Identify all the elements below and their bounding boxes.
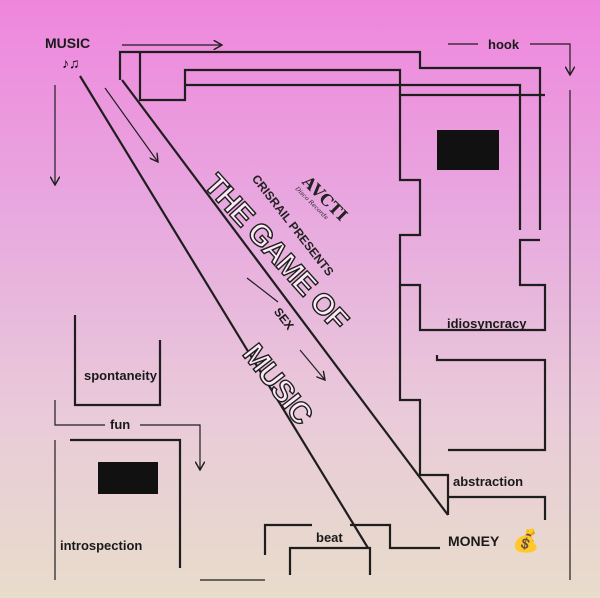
introspection-box (70, 438, 182, 568)
maze-wall-right-bottom (448, 495, 547, 520)
label-beat: beat (316, 530, 343, 545)
maze-wall-top-inner (138, 52, 545, 102)
maze-wall-inner-right (185, 83, 522, 230)
music-notes-icon: ♪♫ (62, 55, 80, 71)
label-introspection: introspection (60, 538, 143, 553)
label-music: MUSIC (45, 35, 91, 51)
maze-wall-left (73, 315, 162, 407)
beat-bracket (263, 523, 312, 555)
label-abstraction: abstraction (453, 474, 524, 489)
black-block-left (98, 462, 158, 494)
maze-wall-stair (398, 95, 547, 332)
diagonal-wall-left (79, 75, 369, 549)
maze-wall-right-mid (398, 285, 450, 515)
label-hook: hook (488, 37, 520, 52)
label-money: MONEY (448, 533, 500, 549)
label-spontaneity: spontaneity (84, 368, 157, 383)
money-bags-icon: 💰 (512, 528, 540, 553)
black-block-right (437, 130, 499, 170)
diagonal-wall-right (121, 79, 449, 516)
label-fun: fun (110, 417, 131, 432)
label-idiosyncracy: idiosyncracy (447, 316, 527, 331)
maze-wall-right-low (435, 355, 547, 452)
